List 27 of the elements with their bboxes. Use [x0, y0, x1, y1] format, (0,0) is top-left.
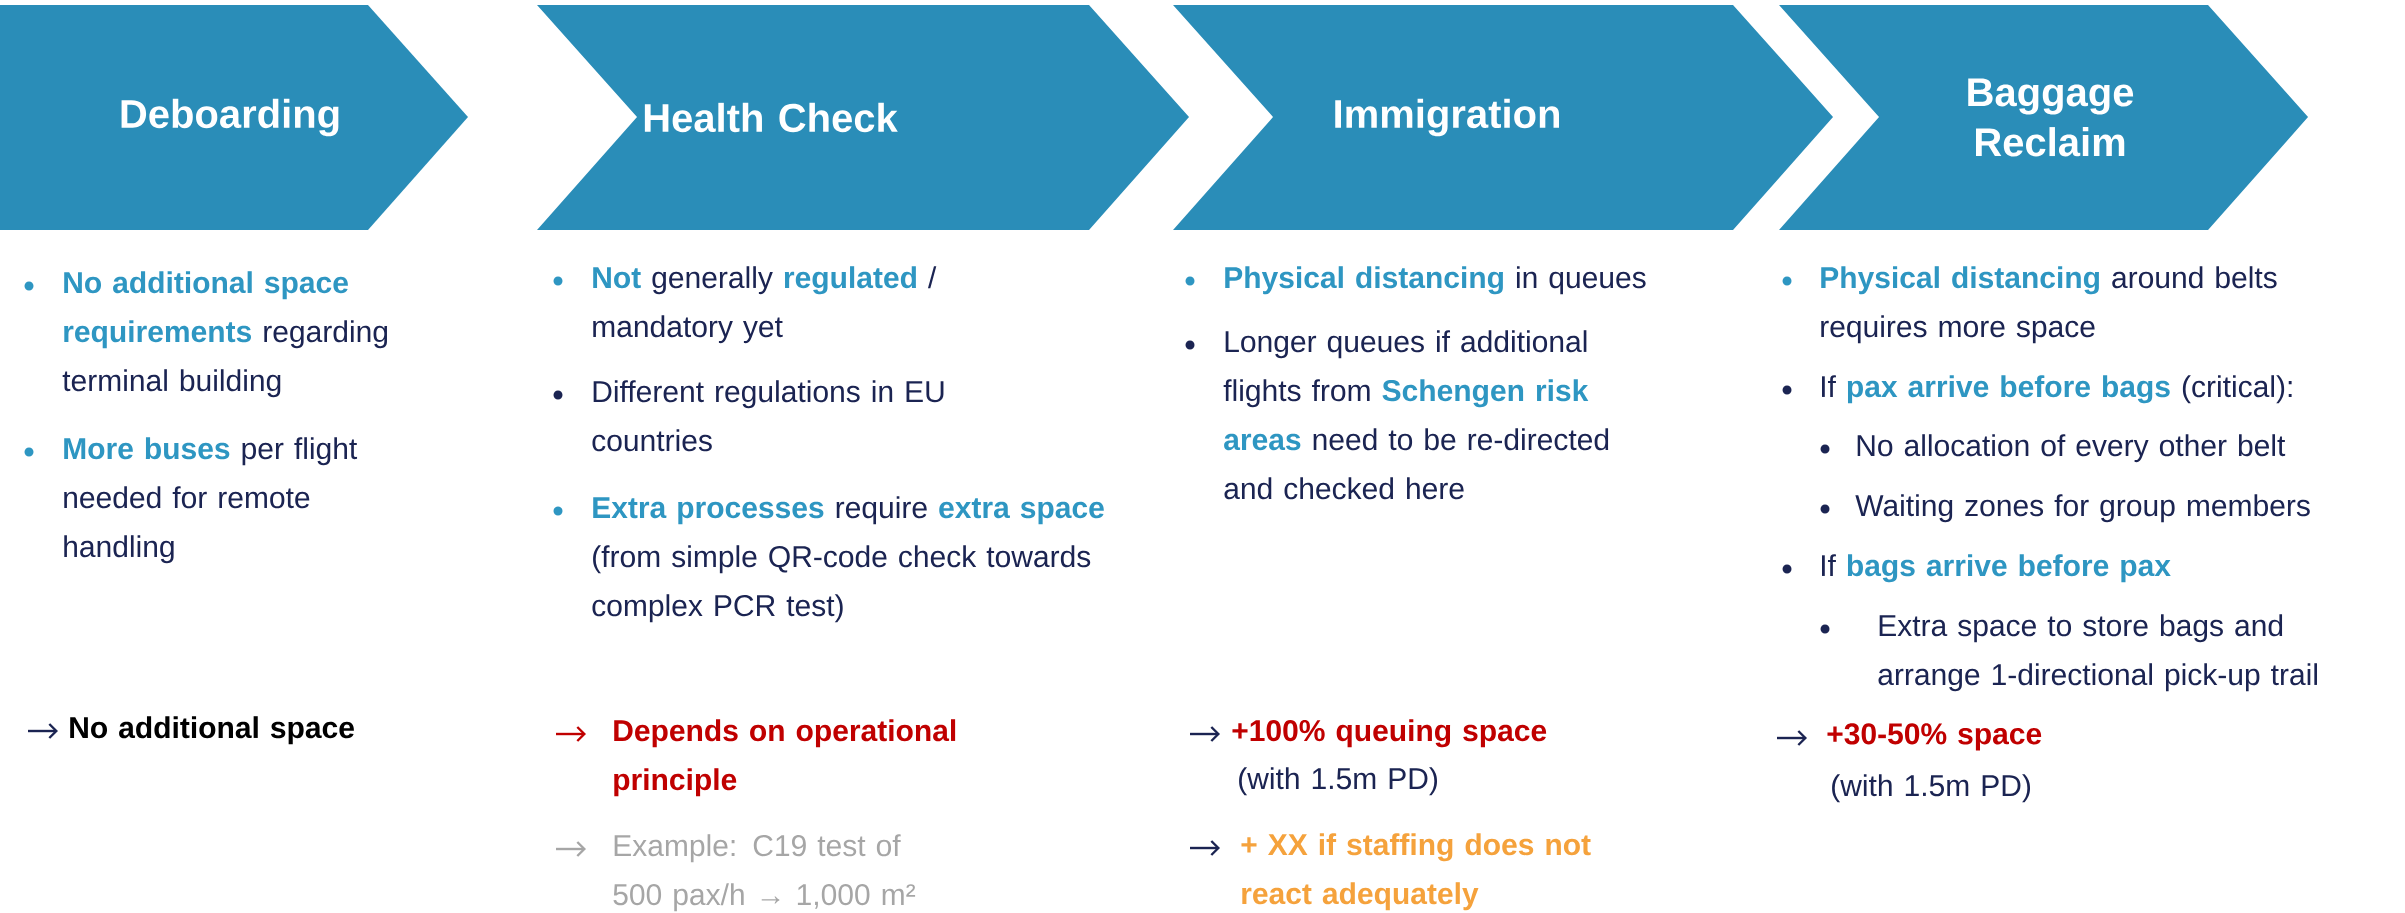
result-text: Example: C19 test of 500 pax/h → 1,000 m²	[613, 834, 916, 912]
bullet-text: More buses per flight needed for remote handling	[64, 437, 358, 564]
bullet-text: If bags arrive before pax	[1822, 554, 2171, 583]
node-label: Baggage Reclaim	[1968, 78, 2134, 157]
bullet-text: Longer queues if additional flights from Schengen risk areas need to be re-directed and checked here	[1223, 330, 1609, 500]
bullet-text: Physical distancing in queues	[1225, 266, 1646, 295]
bullet-text: Waiting zones for group members	[1855, 494, 2310, 523]
result-text: No additional space	[70, 716, 354, 745]
bullet-text: Not generally regulated / mandatory yet	[593, 266, 937, 344]
bullet-text: If pax arrive before bags (critical):	[1822, 375, 2292, 404]
bullet-text: No additional space requirements regarding terminal building	[62, 271, 388, 398]
result-text: (with 1.5m PD)	[1832, 774, 2030, 803]
bullet-text: Physical distancing around belts requires more space	[1821, 266, 2277, 344]
process-step-banner: Baggage Reclaim	[1779, 5, 2309, 230]
bullet-text: Extra space to store bags and arrange 1-directional pick-up trail	[1878, 614, 2317, 692]
result-text: Depends on operational principle	[614, 719, 956, 797]
result-text: +30-50% space	[1827, 723, 2042, 751]
bullet-text: Extra processes require extra space (from simple QR-code check towards complex PCR test)	[592, 496, 1104, 623]
result-text: +100% queuing space	[1232, 719, 1547, 748]
result-text: + XX if staffing does not react adequately	[1241, 833, 1591, 911]
process-step-banner: Health Check	[537, 5, 1189, 230]
process-step-banner: Immigration	[1173, 5, 1834, 230]
result-text: (with 1.5m PD)	[1239, 767, 1437, 796]
process-step-banner: Deboarding	[0, 5, 468, 230]
node-label: Immigration	[1335, 98, 1559, 137]
bullet-text: No allocation of every other belt	[1857, 434, 2286, 463]
bullet-text: Different regulations in EU countries	[592, 380, 944, 452]
